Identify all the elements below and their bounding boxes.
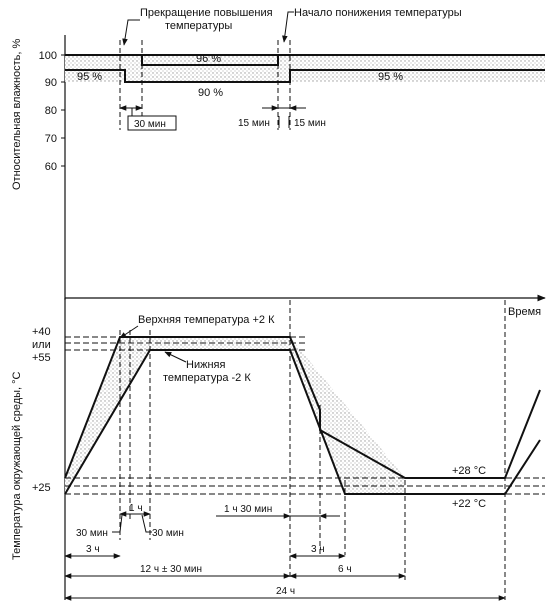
dim-15min-a: 15 мин	[238, 118, 270, 129]
temp-lower-curve	[64, 349, 541, 495]
humidity-tick-80: 80	[45, 105, 57, 117]
temperature-axis-label: Температура окружающей среды, °С	[11, 371, 23, 560]
dim-1h: 1 ч	[129, 503, 143, 514]
temp-fill-rise	[65, 337, 150, 494]
label-stop-rise-2: температуры	[165, 20, 232, 32]
right-lower-temp: +22 °С	[452, 498, 486, 510]
temp-tick-40: +40	[32, 326, 51, 338]
label-start-fall: Начало понижения температуры	[294, 7, 462, 19]
temp-upper-curve	[64, 336, 541, 479]
dim-30min-b: 30 мин	[152, 528, 184, 539]
humidity-lower-line	[65, 69, 545, 83]
humidity-ticks	[61, 54, 65, 167]
dim-30a-leader	[112, 514, 123, 533]
lower-temp-label-1: Нижняя	[186, 359, 225, 371]
dim-1h30min: 1 ч 30 мин	[224, 504, 272, 515]
upper-temp-leader	[119, 325, 139, 339]
temp-tick-25: +25	[32, 482, 51, 494]
dim-30min-a: 30 мин	[76, 528, 108, 539]
temp-dashed-verticals	[119, 300, 506, 600]
dim-3h-right: 3 ч	[311, 544, 325, 555]
label-stop-rise-1: Прекращение повышения	[140, 7, 273, 19]
dim-15min-b: 15 мин	[294, 118, 326, 129]
humidity-value-bottom: 90 %	[198, 87, 223, 99]
right-upper-temp: +28 °С	[452, 465, 486, 477]
humidity-value-right: 95 %	[378, 71, 403, 83]
dim-12h: 12 ч ± 30 мин	[140, 564, 202, 575]
humidity-axis-label: Относительная влажность, %	[11, 38, 23, 190]
dim-3h-left: 3 ч	[86, 544, 100, 555]
upper-temp-label: Верхняя температура +2 К	[138, 314, 275, 326]
time-axis-label: Время	[508, 306, 541, 318]
temp-tick-55: +55	[32, 352, 51, 364]
humidity-band-fill	[65, 55, 545, 82]
humidity-tick-100: 100	[39, 50, 57, 62]
dim-30min-humidity: 30 мин	[134, 119, 166, 130]
dim-6h: 6 ч	[338, 564, 352, 575]
humidity-value-left: 95 %	[77, 71, 102, 83]
temp-fill-fall	[290, 337, 405, 494]
humidity-value-top: 96 %	[196, 53, 221, 65]
label-start-fall-leader	[282, 11, 294, 43]
humidity-tick-70: 70	[45, 133, 57, 145]
lower-temp-leader	[164, 351, 187, 363]
temp-tick-or: или	[32, 339, 51, 351]
humidity-dashed-verticals	[119, 40, 291, 130]
dim-30b-leader	[141, 514, 152, 533]
humidity-tick-90: 90	[45, 77, 57, 89]
dim-24h: 24 ч	[276, 586, 295, 597]
lower-temp-label-2: температура -2 К	[163, 372, 251, 384]
label-stop-rise-leader	[122, 19, 140, 46]
dim-30min-humidity-box	[127, 115, 177, 131]
humidity-tick-60: 60	[45, 161, 57, 173]
